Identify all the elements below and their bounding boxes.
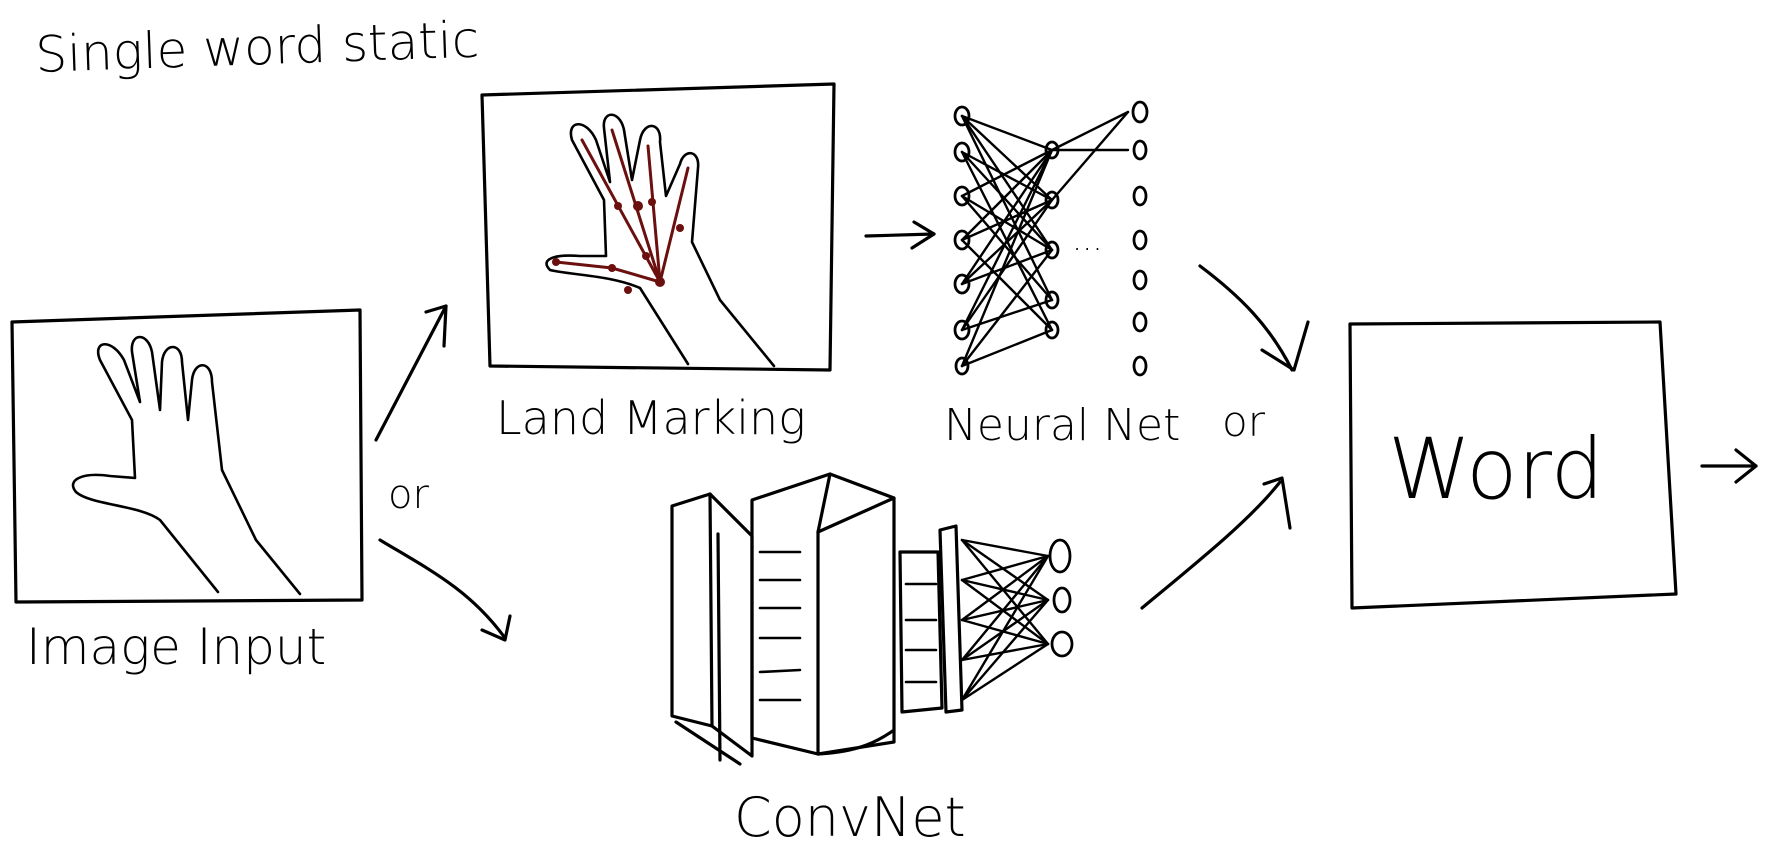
input-layer-nodes [953, 105, 971, 376]
convnet-node: ConvNet [670, 472, 1074, 849]
neural-net-node: ... Neural Net [944, 100, 1180, 451]
arrow-nn-to-word [1198, 264, 1310, 372]
neural-net-label: Neural Net [944, 400, 1180, 451]
image-input-label: Image Input [26, 618, 326, 676]
word-label: Word [1388, 420, 1604, 518]
arrow-to-convnet [378, 538, 512, 642]
landmarking-label: Land Marking [496, 391, 806, 445]
hidden-layer-nodes [1044, 140, 1060, 340]
landmarking-frame [480, 82, 836, 372]
image-input-node: Image Input [10, 308, 364, 676]
arrow-convnet-to-word [1140, 476, 1292, 610]
or-label-right: or [1222, 397, 1266, 446]
hand-icon [71, 335, 302, 596]
word-frame [1348, 320, 1678, 610]
diagram-title: Single word static [34, 11, 480, 84]
word-node: Word [1348, 320, 1678, 610]
or-label-left: or [388, 472, 429, 518]
image-input-frame [10, 308, 364, 604]
landmarking-node: Land Marking [480, 82, 836, 445]
output-layer-nodes [1131, 100, 1149, 377]
arrow-to-landmarking [374, 304, 448, 442]
hand-icon [545, 113, 776, 368]
network-edges [960, 110, 1130, 368]
convnet-label: ConvNet [734, 786, 966, 849]
neural-net-ellipsis: ... [1072, 220, 1103, 258]
arrow-to-neural-net [864, 220, 936, 250]
conv-layers-icon [670, 472, 1074, 766]
output-arrow [1700, 448, 1758, 484]
